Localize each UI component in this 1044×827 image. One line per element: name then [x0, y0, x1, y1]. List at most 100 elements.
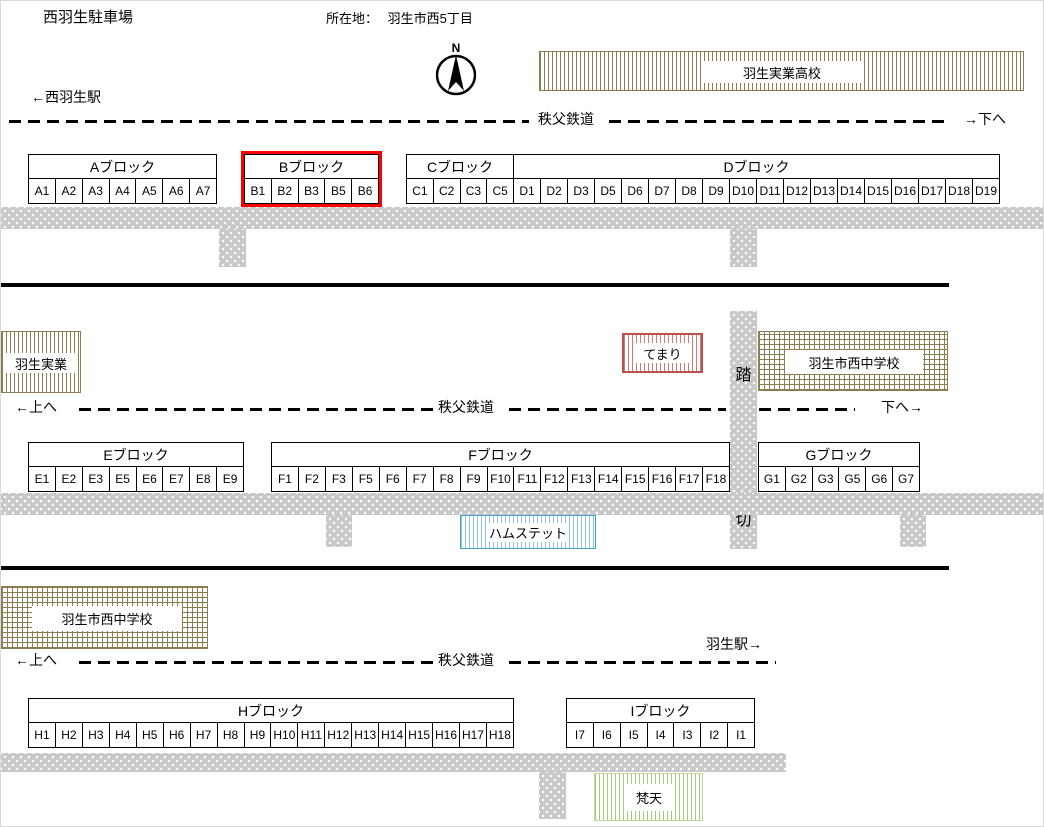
address-label: 所在地：: [326, 11, 379, 26]
road-connector: [219, 229, 246, 267]
parking-space-A5: A5: [136, 178, 164, 204]
parking-space-F9: F9: [460, 466, 488, 492]
parking-space-I6: I6: [593, 722, 621, 748]
parking-space-F10: F10: [487, 466, 515, 492]
direction-up-mid: ←上へ: [15, 399, 57, 415]
parking-space-D15: D15: [865, 178, 892, 204]
compass-north-label: N: [452, 41, 461, 55]
parking-space-A6: A6: [163, 178, 191, 204]
block-g-header: Gブロック: [758, 442, 920, 467]
parking-space-H12: H12: [325, 722, 353, 748]
parking-space-H4: H4: [109, 722, 137, 748]
parking-space-I2: I2: [701, 722, 729, 748]
railway-dashed-line: [79, 408, 433, 411]
parking-space-F7: F7: [406, 466, 434, 492]
railway-dashed-line: [759, 408, 855, 411]
parking-space-G7: G7: [893, 466, 920, 492]
parking-space-D2: D2: [541, 178, 568, 204]
parking-space-D5: D5: [595, 178, 622, 204]
block-a-header: Aブロック: [28, 154, 217, 179]
crossing-char-bottom: 切: [735, 512, 752, 529]
block-b-header: Bブロック: [244, 154, 379, 179]
parking-space-E5: E5: [109, 466, 137, 492]
road-bottom: [1, 753, 786, 772]
parking-space-A7: A7: [190, 178, 218, 204]
crossing-char-top: 踏: [735, 367, 752, 384]
railway-dashed-line: [509, 408, 726, 411]
section-divider-line: [1, 283, 949, 287]
landmark-hanyu-jitsugyo-koko: 羽生実業高校: [539, 51, 1024, 91]
road-connector: [730, 229, 757, 267]
parking-space-H17: H17: [460, 722, 487, 748]
parking-space-C2: C2: [433, 178, 461, 204]
parking-space-H7: H7: [190, 722, 218, 748]
parking-space-F18: F18: [703, 466, 730, 492]
railway-dashed-line: [79, 661, 433, 664]
parking-space-I4: I4: [647, 722, 675, 748]
parking-space-D19: D19: [973, 178, 1000, 204]
parking-space-H6: H6: [163, 722, 191, 748]
parking-space-G2: G2: [785, 466, 813, 492]
block-c-header: Cブロック: [406, 154, 514, 179]
parking-space-C3: C3: [460, 178, 488, 204]
parking-space-H11: H11: [298, 722, 326, 748]
railway-dashed-line: [509, 661, 776, 664]
parking-space-C5: C5: [487, 178, 514, 204]
landmark-bonten-label: 梵天: [625, 784, 673, 811]
direction-down-mid: 下へ→: [881, 399, 923, 415]
parking-space-H3: H3: [82, 722, 110, 748]
railway-name-bottom: 秩父鉄道: [438, 652, 494, 668]
parking-space-E2: E2: [55, 466, 83, 492]
railway-name-top: 秩父鉄道: [538, 111, 594, 127]
direction-down-top: →下へ: [964, 111, 1006, 127]
landmark-hamstet-label: ハムステット: [488, 523, 568, 542]
landmark-bonten: 梵天: [594, 773, 703, 821]
parking-space-G3: G3: [812, 466, 840, 492]
road-connector: [326, 515, 352, 547]
parking-space-F1: F1: [271, 466, 299, 492]
parking-space-H5: H5: [136, 722, 164, 748]
landmark-hanyu-jitsugyo-label: 羽生実業: [5, 353, 77, 373]
road-top: [1, 207, 1043, 229]
parking-space-A4: A4: [109, 178, 137, 204]
block-d-header: Dブロック: [513, 154, 1000, 179]
parking-space-B3: B3: [298, 178, 326, 204]
parking-space-A1: A1: [28, 178, 56, 204]
parking-space-G1: G1: [758, 466, 786, 492]
parking-space-B5: B5: [325, 178, 353, 204]
landmark-hamstet: ハムステット: [460, 515, 596, 549]
parking-space-A2: A2: [55, 178, 83, 204]
address-row: 所在地： 羽生市西5丁目: [326, 11, 473, 27]
road-connector: [539, 772, 566, 819]
road-connector: [900, 515, 926, 547]
parking-space-B6: B6: [352, 178, 379, 204]
parking-space-D12: D12: [784, 178, 811, 204]
parking-space-I7: I7: [566, 722, 594, 748]
parking-space-H8: H8: [217, 722, 245, 748]
direction-up-bottom: ←上へ: [15, 652, 57, 668]
road-middle: [1, 493, 1043, 515]
parking-space-F12: F12: [541, 466, 569, 492]
parking-space-F16: F16: [649, 466, 677, 492]
parking-space-G5: G5: [839, 466, 867, 492]
parking-space-E6: E6: [136, 466, 164, 492]
landmark-hanyu-jitsugyo-koko-label: 羽生実業高校: [701, 61, 863, 83]
parking-space-F11: F11: [514, 466, 542, 492]
parking-space-H9: H9: [244, 722, 272, 748]
direction-nishi-hanyu-station: ←西羽生駅: [31, 89, 101, 105]
landmark-nishi-chugakko-mid: 羽生市西中学校: [758, 331, 948, 391]
parking-space-H18: H18: [486, 722, 514, 748]
parking-space-F3: F3: [325, 466, 353, 492]
parking-space-D1: D1: [513, 178, 541, 204]
